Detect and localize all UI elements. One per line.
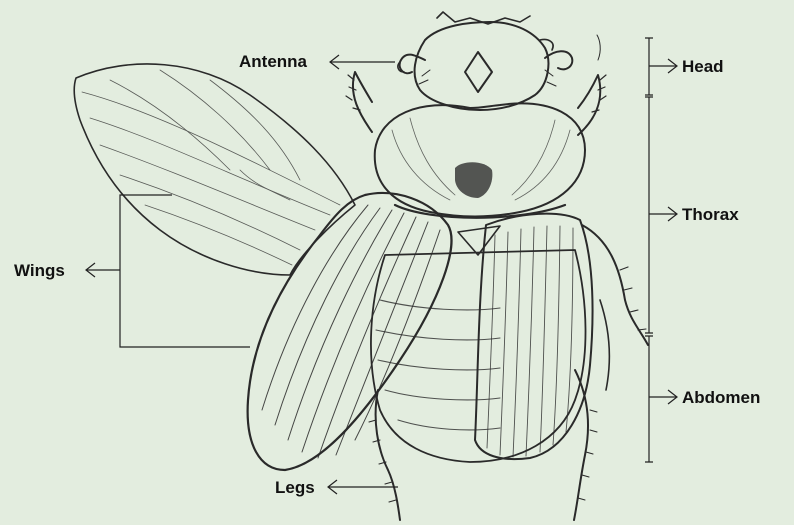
head-diamond-marking: [465, 52, 492, 92]
label-antenna: Antenna: [239, 52, 308, 71]
left-foreleg: [346, 72, 372, 132]
thorax-dark-marking: [455, 162, 492, 198]
left-elytron: [248, 193, 452, 470]
thorax-body: [375, 103, 585, 217]
label-thorax: Thorax: [682, 205, 739, 224]
antennae: [398, 39, 572, 73]
legs-group: [346, 35, 648, 520]
left-hindleg: [369, 390, 400, 520]
label-legs: Legs: [275, 478, 315, 497]
head-body: [415, 12, 556, 110]
right-foreleg: [578, 75, 606, 135]
label-head: Head: [682, 57, 724, 76]
label-wings: Wings: [14, 261, 65, 280]
label-abdomen: Abdomen: [682, 388, 760, 407]
scutellum: [458, 226, 500, 255]
